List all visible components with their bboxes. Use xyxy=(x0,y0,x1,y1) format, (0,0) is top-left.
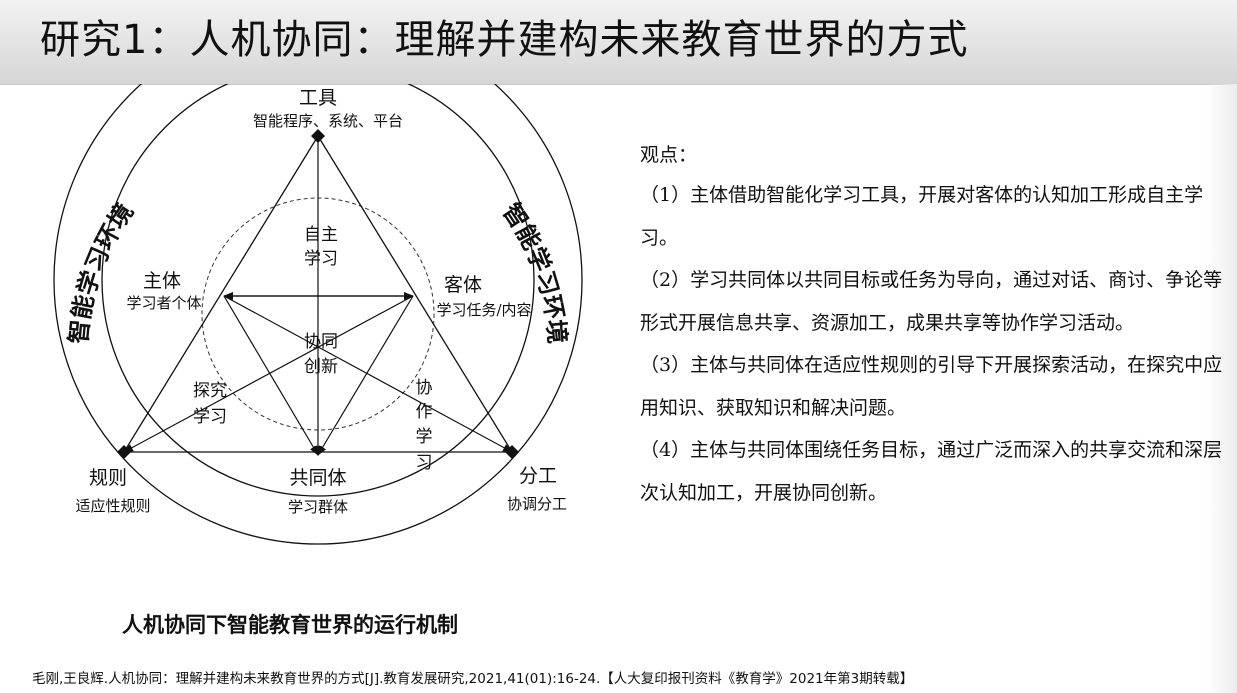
arrow-subject-division xyxy=(223,295,513,453)
views-panel: 观点： （1）主体借助智能化学习工具，开展对客体的认知加工形成自主学习。 （2）… xyxy=(640,136,1225,514)
node-object-subtitle: 学习任务/内容 xyxy=(436,301,531,319)
edge-tool-division xyxy=(317,135,513,453)
view-item: （1）主体借助智能化学习工具，开展对客体的认知加工形成自主学习。 xyxy=(640,184,1204,249)
right-edge-shadow xyxy=(1205,84,1237,693)
label-inquiry-line1: 探究 xyxy=(193,381,227,401)
ring-label-right: 智能学习环境 xyxy=(497,198,571,345)
edge-tool-rules xyxy=(123,135,319,453)
label-collab-char4: 习 xyxy=(416,453,433,473)
node-rules-subtitle: 适应性规则 xyxy=(75,497,150,515)
node-subject-title: 主体 xyxy=(143,270,181,292)
label-innovation-line2: 创新 xyxy=(304,357,338,377)
label-collab-char1: 协 xyxy=(416,378,433,398)
ring-label-left: 智能学习环境 xyxy=(65,198,139,345)
node-division-title: 分工 xyxy=(519,465,557,487)
label-autonomous-line1: 自主 xyxy=(304,225,338,245)
label-autonomous-line2: 学习 xyxy=(304,249,338,269)
outer-circle xyxy=(53,84,583,545)
label-collab-char3: 学 xyxy=(416,427,433,447)
view-item: （4）主体与共同体围绕任务目标，通过广泛而深入的共享交流和深层次认知加工，开展协… xyxy=(640,439,1223,504)
node-community-subtitle: 学习群体 xyxy=(288,498,348,516)
title-bar: 研究1：人机协同：理解并建构未来教育世界的方式 xyxy=(0,0,1237,85)
node-rules-title: 规则 xyxy=(89,467,127,489)
activity-system-diagram: 智能学习环境 智能学习环境 工具 智能程序、系统、平台 主体 学习者个体 客体 … xyxy=(53,84,583,545)
node-community-title: 共同体 xyxy=(289,467,346,489)
node-object-title: 客体 xyxy=(444,274,482,296)
view-item: （2）学习共同体以共同目标或任务为导向，通过对话、商讨、争论等形式开展信息共享、… xyxy=(640,269,1223,334)
middle-circle xyxy=(101,84,535,497)
arrow-subject-community xyxy=(223,295,319,456)
arrow-object-rules xyxy=(123,295,414,453)
vertex-tool-marker xyxy=(311,129,325,143)
node-tool-subtitle: 智能程序、系统、平台 xyxy=(253,112,403,130)
label-inquiry-line2: 学习 xyxy=(193,407,227,427)
diagram-caption: 人机协同下智能教育世界的运行机制 xyxy=(122,613,458,637)
slide-title: 研究1：人机协同：理解并建构未来教育世界的方式 xyxy=(40,17,969,63)
node-division-subtitle: 协调分工 xyxy=(507,495,567,513)
label-innovation-line1: 协同 xyxy=(304,332,338,352)
node-tool-title: 工具 xyxy=(299,87,337,109)
citation: 毛刚,王良辉.人机协同：理解并建构未来教育世界的方式[J].教育发展研究,202… xyxy=(32,671,914,687)
label-collab-char2: 作 xyxy=(416,402,433,422)
vertex-division-marker xyxy=(505,445,519,459)
arrow-object-community xyxy=(317,295,414,456)
node-subject-subtitle: 学习者个体 xyxy=(126,294,201,312)
views-heading: 观点： xyxy=(640,144,698,166)
view-item: （3）主体与共同体在适应性规则的引导下开展探索活动，在探究中应用知识、获取知识和… xyxy=(640,354,1223,419)
vertex-rules-marker xyxy=(117,445,131,459)
